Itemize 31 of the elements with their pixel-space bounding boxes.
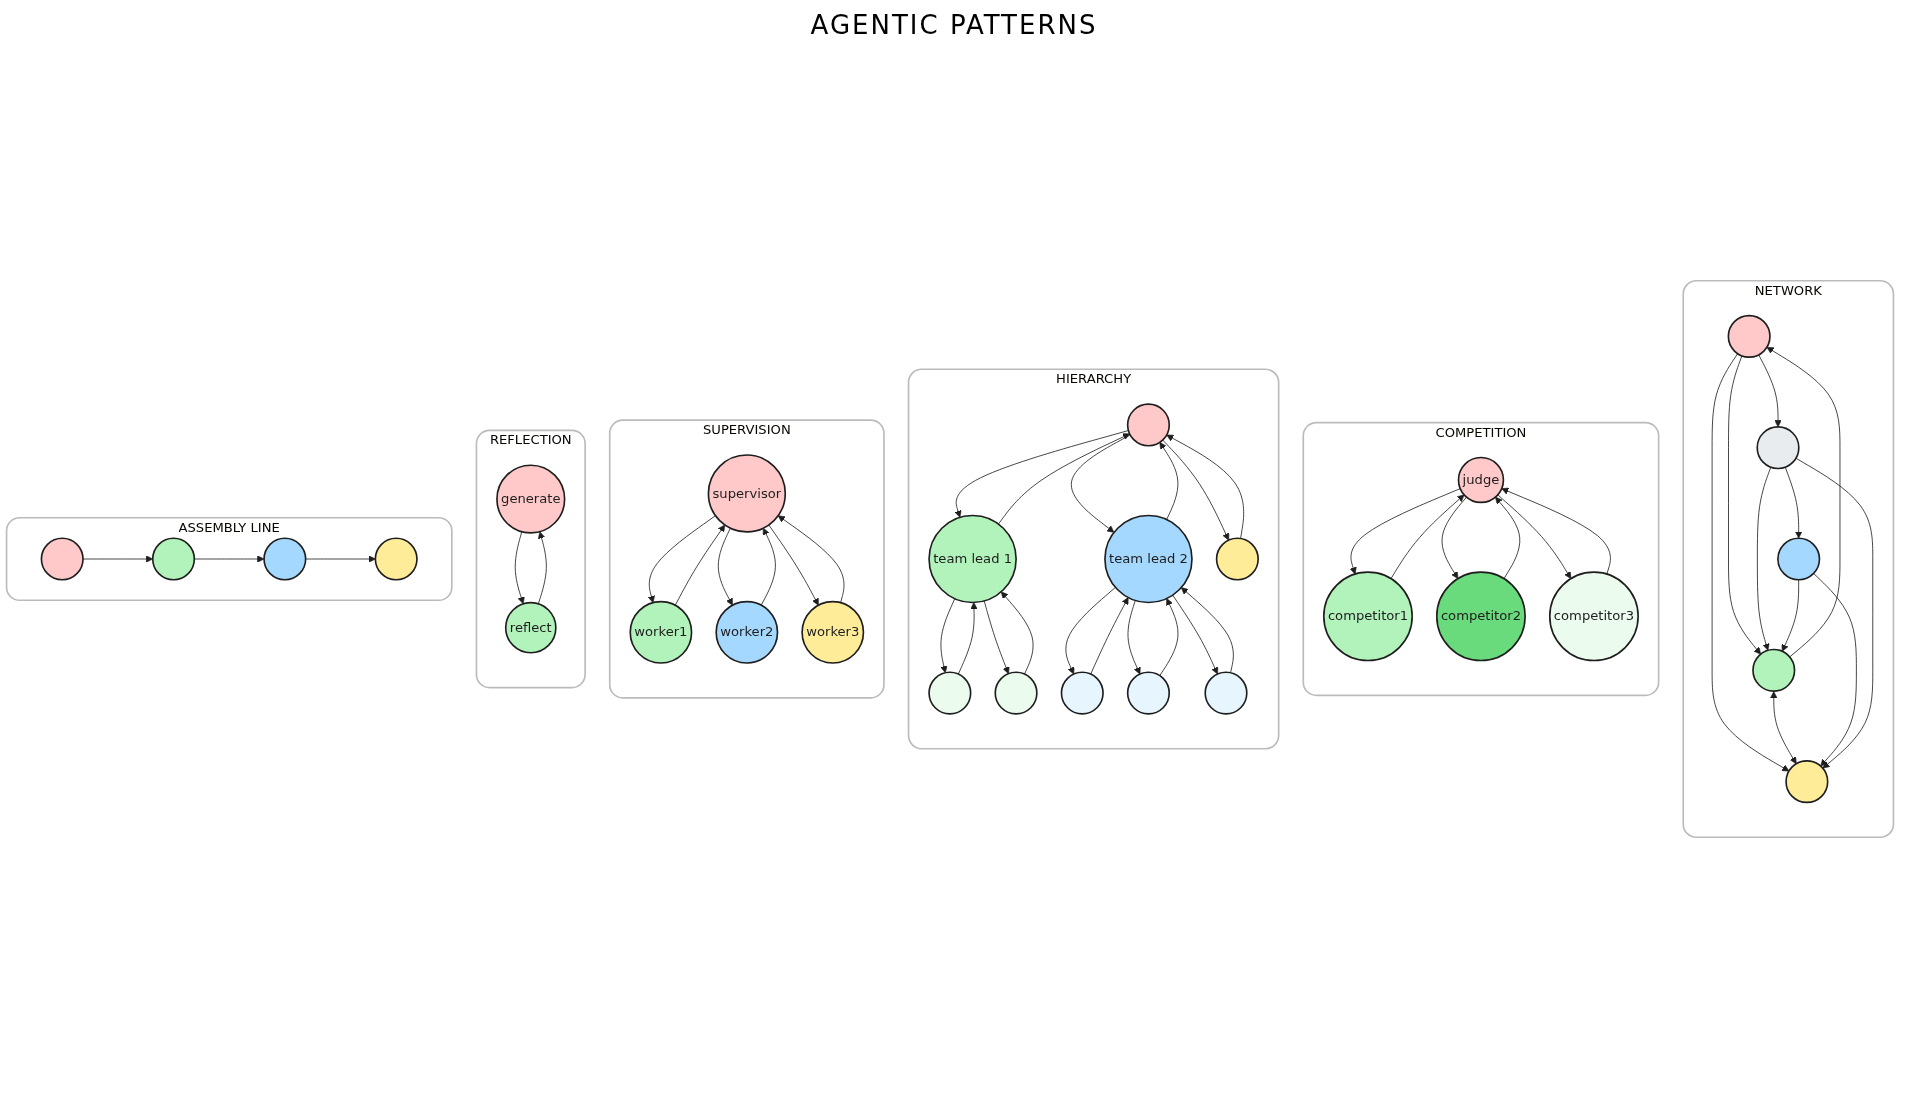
node-circle: judge	[1457, 456, 1505, 504]
node-circle	[994, 671, 1038, 715]
node-circle: team lead 2	[1104, 514, 1193, 604]
node-circle	[151, 537, 196, 581]
node-circle	[263, 537, 307, 581]
node-circle	[374, 537, 418, 581]
node-circle	[1126, 403, 1171, 447]
node-circle	[1777, 537, 1821, 581]
node-circle	[928, 671, 972, 715]
node-circle: team lead 1	[928, 514, 1017, 604]
node-circle: generate	[496, 464, 566, 534]
node-circle: supervisor	[707, 454, 787, 533]
node-circle	[1785, 760, 1829, 804]
node-circle: worker2	[715, 600, 779, 664]
diagram-title: AGENTIC PATTERNS	[809, 10, 1099, 40]
node-circle: competitor3	[1548, 571, 1639, 662]
node-circle	[1727, 314, 1771, 358]
node-circle	[40, 537, 84, 581]
node-circle	[1060, 671, 1104, 715]
cluster: ASSEMBLY LINE	[5, 516, 453, 602]
node-circle: worker1	[629, 600, 693, 664]
cluster: NETWORK	[1682, 279, 1895, 839]
node-circle	[1756, 426, 1800, 470]
node-circle: reflect	[504, 601, 557, 654]
node-circle	[1204, 671, 1248, 715]
node-circle	[1126, 671, 1171, 715]
node-circle: competitor1	[1323, 571, 1413, 662]
node-circle: worker3	[801, 600, 865, 664]
node-circle: competitor2	[1435, 571, 1526, 662]
node-circle	[1752, 648, 1796, 692]
node-circle	[1215, 537, 1259, 581]
